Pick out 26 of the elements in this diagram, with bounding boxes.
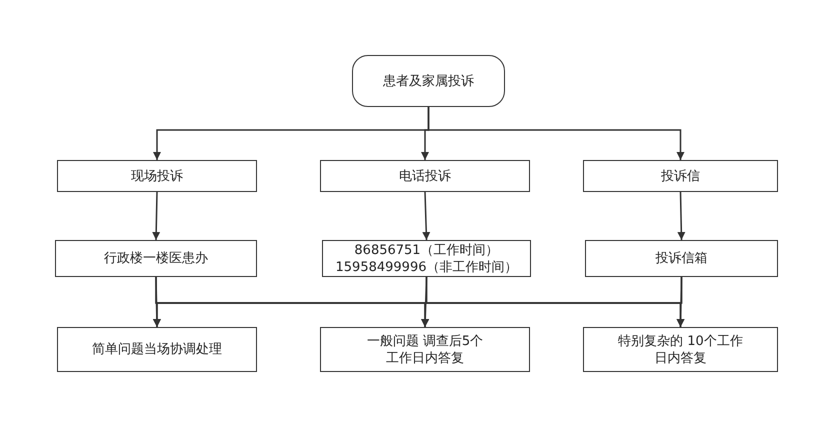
node-label: 特别复杂的 10个工作日内答复 — [618, 332, 743, 366]
node-label: 现场投诉 — [131, 168, 183, 184]
process-box — [55, 240, 257, 277]
process-box — [57, 327, 257, 372]
start-box — [352, 55, 505, 107]
node-label: 行政楼一楼医患办 — [104, 250, 208, 267]
node-label: 简单问题当场协调处理 — [92, 341, 222, 358]
arrow — [152, 192, 160, 240]
process-box — [322, 240, 531, 277]
process-box — [320, 160, 530, 192]
node-label: 投诉信 — [661, 168, 700, 184]
arrow — [422, 192, 430, 240]
process-box — [583, 327, 778, 372]
process-box — [57, 160, 257, 192]
node-label: 电话投诉 — [399, 168, 451, 184]
process-box — [585, 240, 778, 277]
arrow — [677, 192, 686, 240]
node-label: 投诉信箱 — [656, 250, 708, 267]
node-label: 患者及家属投诉 — [383, 72, 474, 90]
process-box — [320, 327, 530, 372]
arrow — [421, 276, 430, 328]
process-box — [583, 160, 778, 192]
node-label: 86856751（工作时间） 15958499996（非工作时间） — [334, 242, 518, 276]
arrow — [676, 276, 685, 328]
arrow — [428, 107, 684, 160]
node-label: 一般问题 调查后5个工作日内答复 — [366, 332, 484, 366]
